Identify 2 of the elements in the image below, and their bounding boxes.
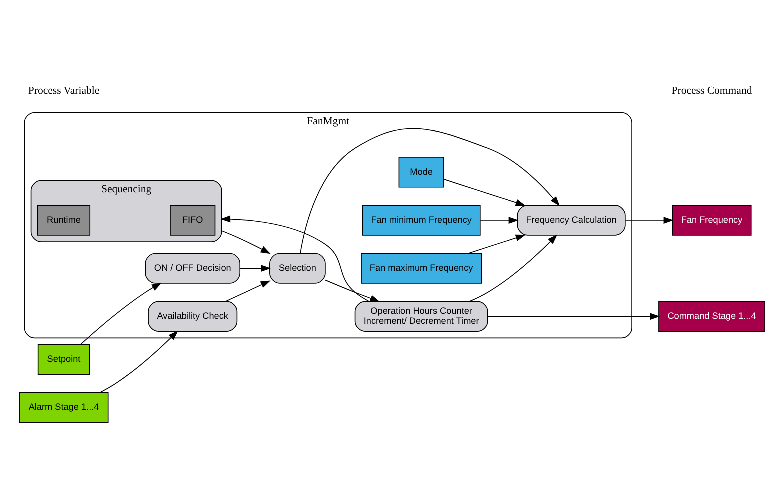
label: Process Command (672, 84, 752, 97)
label: Process Variable (28, 84, 100, 97)
